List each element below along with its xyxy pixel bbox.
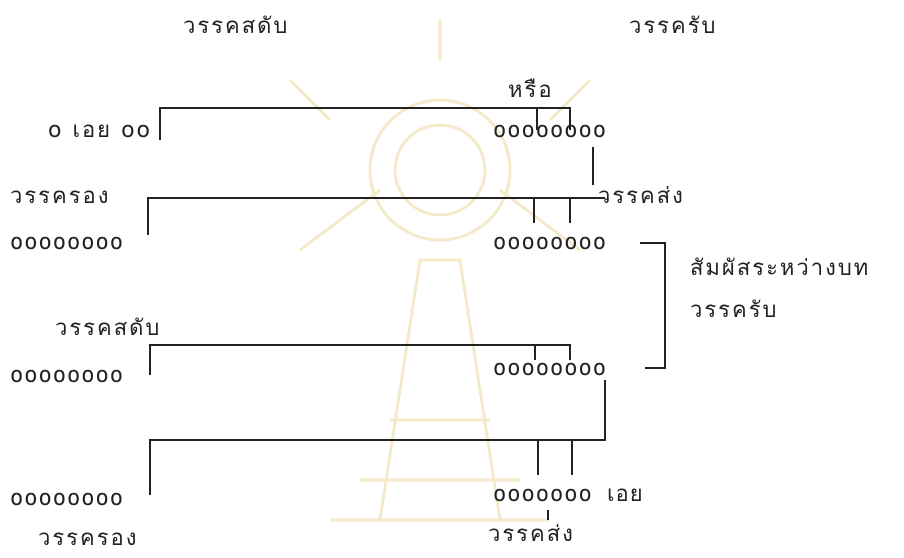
or-label: หรือ [508, 78, 554, 103]
bottom-left-label: วรรครอง [38, 526, 139, 551]
row4-left-text: oooooooo [10, 486, 124, 511]
header-left-label: วรรคสดับ [183, 14, 290, 39]
connector-row2 [147, 197, 605, 235]
row4-right-text: ooooooo เอย [493, 482, 644, 507]
side-label-line2: วรรครับ [690, 298, 779, 323]
bottom-right-label: วรรคส่ง [488, 522, 575, 547]
row1-left-text: o เอย oo [48, 118, 152, 143]
row2-right-text: oooooooo [493, 230, 607, 255]
row3-left-label: วรรคสดับ [55, 316, 162, 341]
row2-right-label: วรรคส่ง [598, 184, 685, 209]
connector-row1 [159, 107, 571, 140]
header-right-label: วรรครับ [629, 14, 718, 39]
side-label-line1: สัมผัสระหว่างบท [690, 256, 871, 281]
row3-right-text: oooooooo [493, 356, 607, 381]
row2-left-text: oooooooo [10, 230, 124, 255]
connector-between-stanzas [640, 242, 666, 369]
connector-row3 [149, 344, 571, 375]
connector-row4 [149, 380, 606, 495]
row2-left-label: วรรครอง [10, 184, 111, 209]
row3-left-text: oooooooo [10, 363, 124, 388]
row1-right-text: oooooooo [493, 118, 607, 143]
